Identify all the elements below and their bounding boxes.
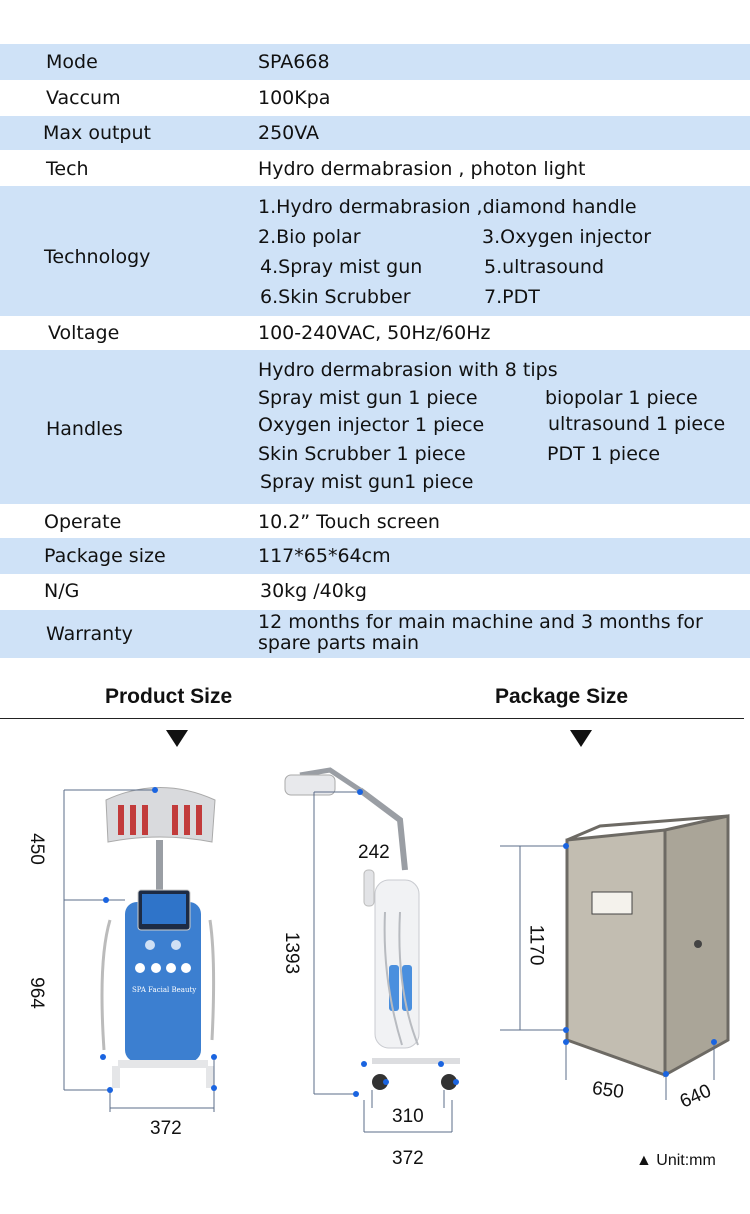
unit-note: ▲ Unit:mm xyxy=(636,1152,716,1169)
dim-front-body-height: 964 xyxy=(25,977,47,1009)
spec-label: Operate xyxy=(44,511,122,533)
down-arrow-icon xyxy=(570,730,592,747)
spec-value: Skin Scrubber 1 piece xyxy=(258,443,466,465)
spec-value: 7.PDT xyxy=(484,286,540,308)
spec-label: Technology xyxy=(44,246,151,268)
dim-box-height: 1170 xyxy=(525,924,547,966)
spec-row-technology: Technology 1.Hydro dermabrasion ,diamond… xyxy=(0,186,750,316)
spec-value: Oxygen injector 1 piece xyxy=(258,414,485,436)
side-view-machine xyxy=(284,767,460,1090)
spec-label: N/G xyxy=(44,580,80,602)
dim-side-height: 1393 xyxy=(281,931,303,975)
spec-label: Tech xyxy=(46,158,89,180)
spec-label: Mode xyxy=(46,51,98,73)
dim-side-wheelbase: 310 xyxy=(392,1106,424,1127)
dimension-lines xyxy=(63,789,715,1133)
spec-label: Voltage xyxy=(48,322,120,344)
spec-label: Package size xyxy=(44,545,166,567)
spec-row-mode: Mode SPA668 xyxy=(0,44,750,80)
spec-row-operate: Operate 10.2” Touch screen xyxy=(0,504,750,538)
spec-value: spare parts main xyxy=(258,632,420,654)
spec-value: 1.Hydro dermabrasion ,diamond handle xyxy=(258,196,637,218)
spec-value: 100-240VAC, 50Hz/60Hz xyxy=(258,322,491,344)
spec-value: 4.Spray mist gun xyxy=(260,256,423,278)
spec-row-handles: Handles Hydro dermabrasion with 8 tips S… xyxy=(0,350,750,504)
product-size-heading: Product Size xyxy=(105,685,233,708)
spec-value: SPA668 xyxy=(258,51,330,73)
dim-box-width: 650 xyxy=(590,1077,626,1104)
spec-value: Hydro dermabrasion , photon light xyxy=(258,158,586,180)
spec-label: Handles xyxy=(46,418,123,440)
spec-row-package-size: Package size 117*65*64cm xyxy=(0,538,750,574)
spec-value: 3.Oxygen injector xyxy=(482,226,652,248)
dim-front-top-height: 450 xyxy=(25,833,47,865)
front-view-machine: SPA Facial Beauty xyxy=(100,787,216,1088)
spec-row-max-output: Max output 250VA xyxy=(0,116,750,150)
spec-value: 10.2” Touch screen xyxy=(258,511,440,533)
spec-value: Spray mist gun1 piece xyxy=(260,471,474,493)
spec-value: PDT 1 piece xyxy=(547,443,661,465)
spec-label: Max output xyxy=(43,122,151,144)
spec-row-ng: N/G 30kg /40kg xyxy=(0,574,750,610)
spec-row-warranty: Warranty 12 months for main machine and … xyxy=(0,610,750,658)
machine-brand-text: SPA Facial Beauty xyxy=(132,986,196,994)
spec-value: 100Kpa xyxy=(258,87,331,109)
spec-row-vacuum: Vaccum 100Kpa xyxy=(0,80,750,116)
spec-label: Warranty xyxy=(46,623,133,645)
spec-row-tech: Tech Hydro dermabrasion , photon light xyxy=(0,150,750,186)
spec-label: Vaccum xyxy=(46,87,121,109)
dim-side-arm: 242 xyxy=(358,842,390,863)
down-arrow-icon xyxy=(166,730,188,747)
spec-value: 2.Bio polar xyxy=(258,226,361,248)
spec-value: ultrasound 1 piece xyxy=(548,413,726,435)
section-divider xyxy=(0,718,744,719)
spec-value: 250VA xyxy=(258,122,320,144)
spec-value: 12 months for main machine and 3 months … xyxy=(258,611,703,633)
spec-value: Spray mist gun 1 piece xyxy=(258,387,478,409)
spec-row-voltage: Voltage 100-240VAC, 50Hz/60Hz xyxy=(0,316,750,350)
package-crate xyxy=(565,814,730,1078)
spec-value: 30kg /40kg xyxy=(260,580,367,602)
package-size-heading: Package Size xyxy=(495,685,629,708)
spec-value: 5.ultrasound xyxy=(484,256,605,278)
dimension-dots xyxy=(100,787,717,1097)
spec-value: 6.Skin Scrubber xyxy=(260,286,411,308)
spec-table: Mode SPA668 Vaccum 100Kpa Max output 250… xyxy=(0,44,750,658)
dim-side-width: 372 xyxy=(392,1148,424,1169)
spec-value: Hydro dermabrasion with 8 tips xyxy=(258,359,558,381)
dim-front-width: 372 xyxy=(150,1118,182,1139)
spec-value: biopolar 1 piece xyxy=(545,387,698,409)
spec-value: 117*65*64cm xyxy=(258,545,391,567)
